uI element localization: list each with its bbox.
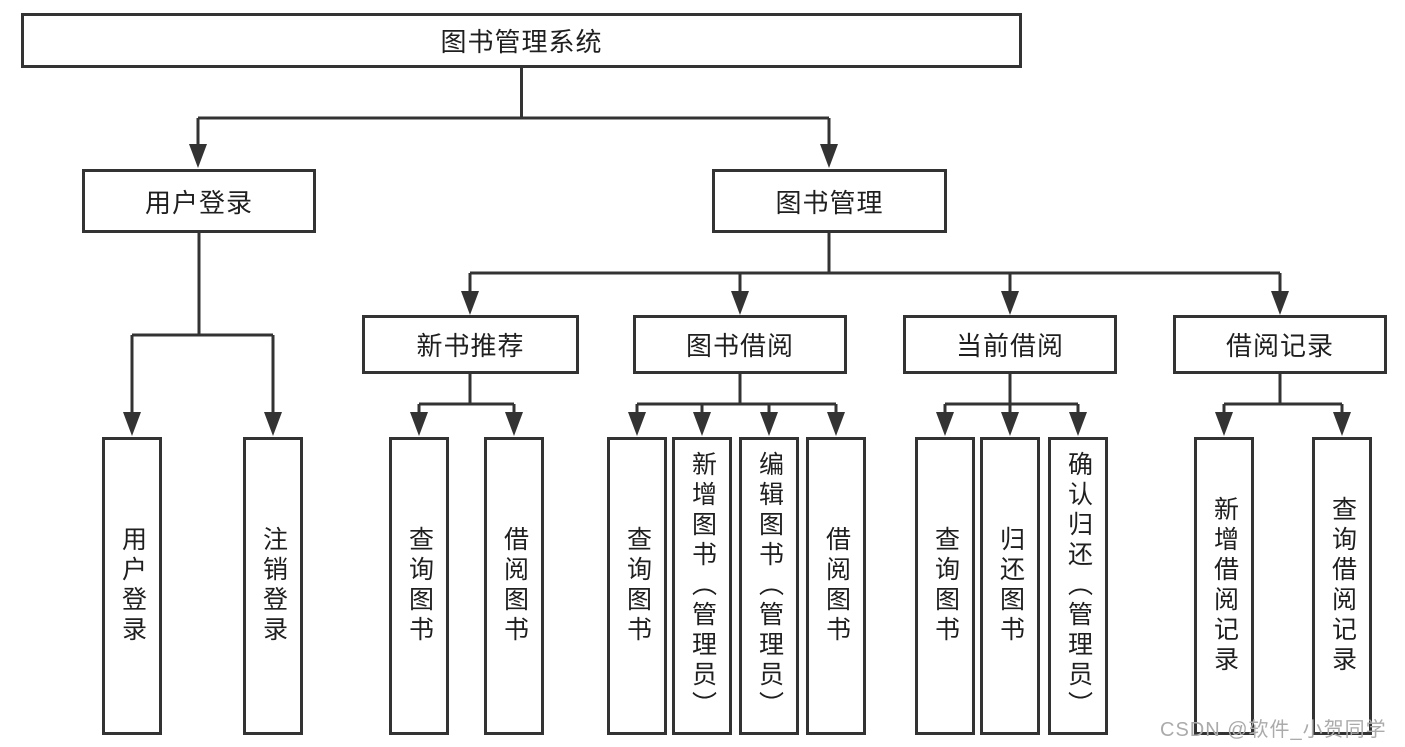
node-borrow-records-label: 借阅记录 (1225, 331, 1334, 361)
node-user-login-branch-label: 用户登录 (144, 187, 253, 218)
leaf-borrow-books-recommend-label: 借阅图书 (500, 526, 529, 646)
node-current-borrow-label: 当前借阅 (955, 331, 1064, 361)
leaf-return-books-label: 归还图书 (996, 526, 1025, 646)
leaf-user-login-label: 用户登录 (118, 526, 147, 646)
leaf-add-borrow-record: 新增借阅记录 (1194, 437, 1254, 735)
leaf-add-books-admin-label: 新增图书（管理员） (688, 451, 717, 721)
node-current-borrow: 当前借阅 (903, 315, 1117, 374)
node-borrow-records: 借阅记录 (1173, 315, 1387, 374)
leaf-logout-label: 注销登录 (259, 526, 288, 646)
leaf-query-books-borrow-label: 查询图书 (623, 526, 652, 646)
leaf-query-borrow-record-label: 查询借阅记录 (1328, 496, 1357, 676)
leaf-query-books-recommend: 查询图书 (389, 437, 449, 735)
leaf-edit-books-admin-label: 编辑图书（管理员） (755, 451, 784, 721)
leaf-query-books-recommend-label: 查询图书 (405, 526, 434, 646)
leaf-return-books: 归还图书 (980, 437, 1040, 735)
leaf-query-books-current-label: 查询图书 (931, 526, 960, 646)
csdn-watermark: CSDN @软件_小贺同学 (1160, 719, 1387, 741)
leaf-add-books-admin: 新增图书（管理员） (672, 437, 732, 735)
leaf-add-borrow-record-label: 新增借阅记录 (1210, 496, 1239, 676)
node-book-management: 图书管理 (712, 169, 947, 233)
leaf-borrow-books: 借阅图书 (806, 437, 866, 735)
leaf-query-borrow-record: 查询借阅记录 (1312, 437, 1372, 735)
node-book-management-label: 图书管理 (775, 187, 884, 218)
node-new-book-recommend-label: 新书推荐 (416, 331, 525, 361)
leaf-confirm-return-admin-label: 确认归还（管理员） (1064, 451, 1093, 721)
node-book-borrow-label: 图书借阅 (685, 331, 794, 361)
node-new-book-recommend: 新书推荐 (362, 315, 579, 374)
leaf-borrow-books-label: 借阅图书 (822, 526, 851, 646)
leaf-query-books-current: 查询图书 (915, 437, 975, 735)
leaf-confirm-return-admin: 确认归还（管理员） (1048, 437, 1108, 735)
node-user-login-branch: 用户登录 (82, 169, 316, 233)
leaf-query-books-borrow: 查询图书 (607, 437, 667, 735)
leaf-logout: 注销登录 (243, 437, 303, 735)
leaf-borrow-books-recommend: 借阅图书 (484, 437, 544, 735)
leaf-edit-books-admin: 编辑图书（管理员） (739, 437, 799, 735)
node-book-borrow: 图书借阅 (633, 315, 847, 374)
node-library-system-label: 图书管理系统 (440, 27, 603, 57)
arrowheads (123, 144, 1351, 436)
leaf-user-login: 用户登录 (102, 437, 162, 735)
node-library-system: 图书管理系统 (21, 13, 1022, 68)
